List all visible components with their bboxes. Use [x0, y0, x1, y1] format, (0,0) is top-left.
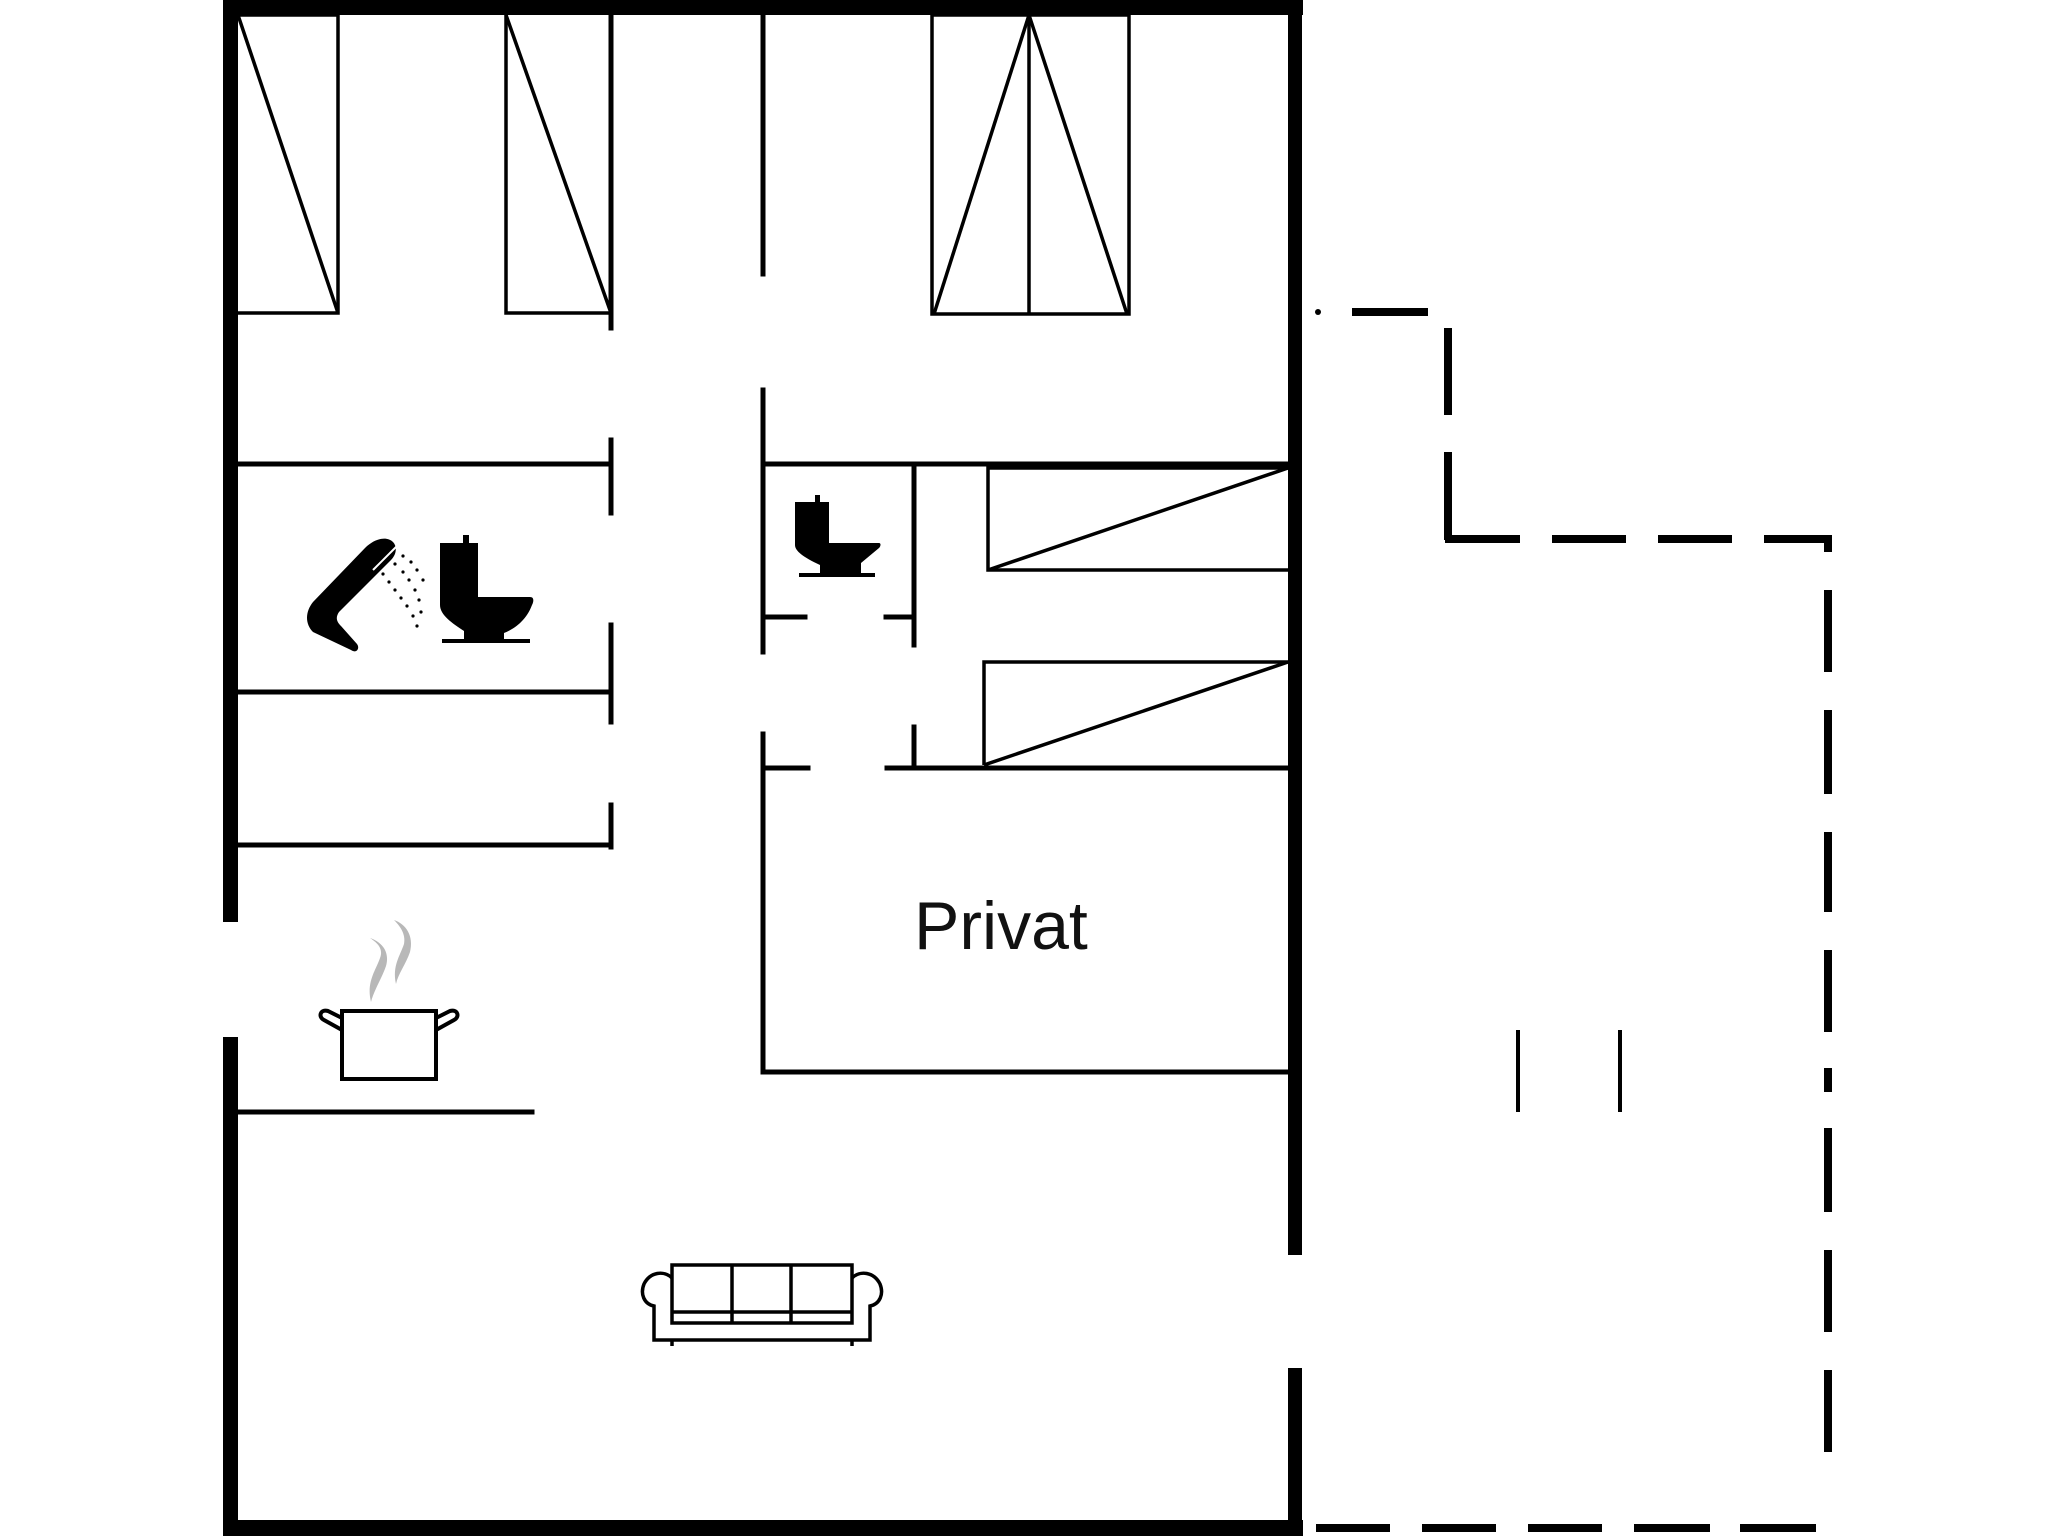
wardrobe-icon	[236, 13, 340, 315]
wardrobe-icon	[986, 466, 1289, 572]
toilet-icon	[795, 495, 881, 577]
terrace-outline	[1315, 308, 1832, 1532]
wardrobe-icon	[930, 13, 1131, 316]
wardrobe-icon	[982, 660, 1289, 767]
room-label-privat: Privat	[914, 888, 1088, 964]
terrace-marks	[1516, 1030, 1622, 1112]
toilet-icon	[440, 535, 534, 643]
sofa-icon	[640, 1263, 884, 1346]
interior-walls	[235, 12, 1291, 1115]
shower-icon	[307, 538, 425, 652]
cooking-pot-icon	[318, 920, 460, 1081]
exterior-walls	[223, 0, 1303, 1536]
wardrobe-icon	[504, 14, 613, 315]
